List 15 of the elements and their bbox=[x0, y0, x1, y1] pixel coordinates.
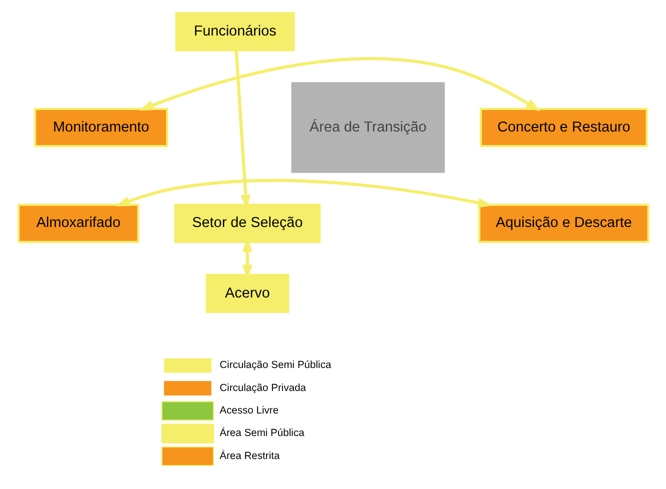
legend-label: Circulação Semi Pública bbox=[219, 360, 331, 371]
legend-label: Acesso Livre bbox=[219, 405, 278, 416]
node-box: Monitoramento bbox=[34, 107, 168, 147]
node-box: Funcionários bbox=[174, 12, 294, 51]
node-box: Aquisição e Descarte bbox=[478, 203, 649, 242]
node-box: Concerto e Restauro bbox=[479, 107, 648, 147]
legend-label: Circulação Privada bbox=[219, 382, 306, 394]
node-box: Acervo bbox=[205, 273, 289, 313]
arrow bbox=[115, 178, 492, 208]
node-box: Setor de Seleção bbox=[174, 203, 320, 242]
node-box: Área de Transição bbox=[290, 82, 444, 172]
legend-label: Área Restrita bbox=[219, 450, 280, 462]
arrow bbox=[138, 56, 540, 111]
legend-label: Área Semi Pública bbox=[219, 428, 304, 439]
node-box: Almoxarifado bbox=[17, 203, 139, 242]
